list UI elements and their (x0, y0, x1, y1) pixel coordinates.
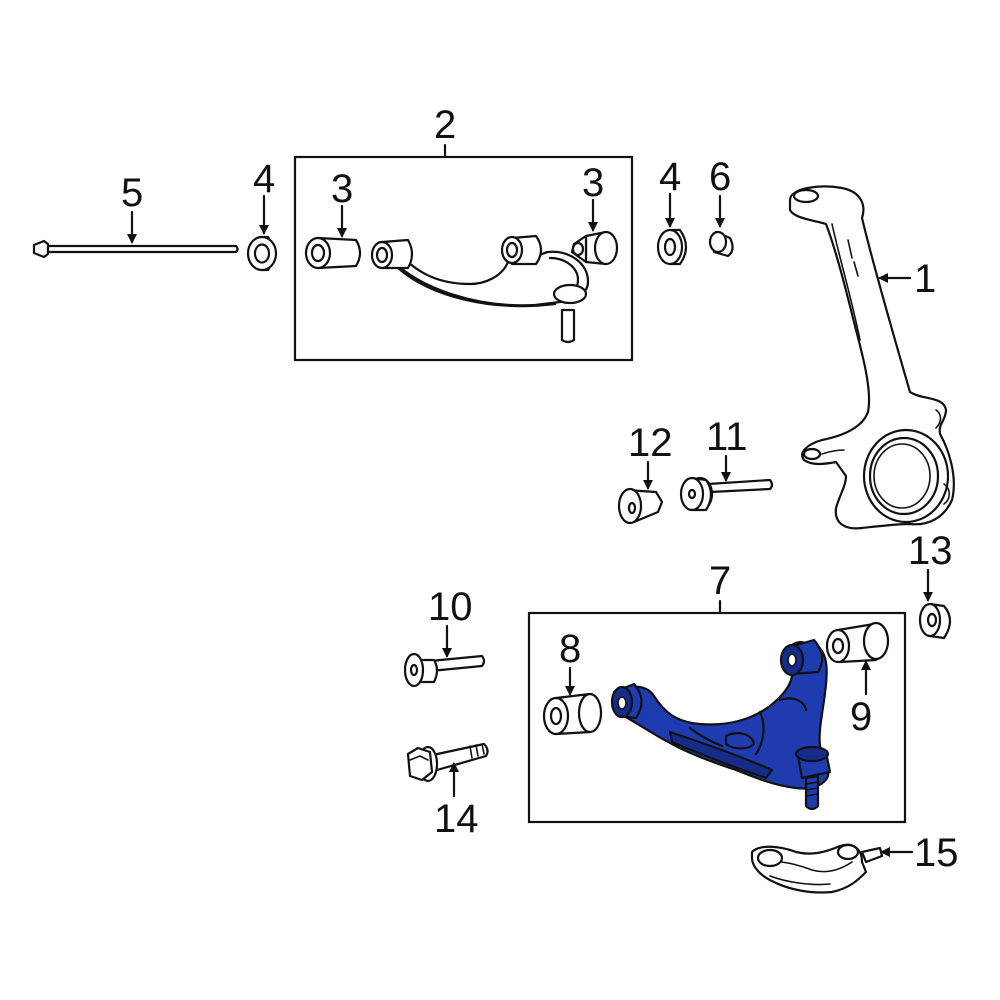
upper-control-arm[interactable] (370, 234, 590, 344)
cam-bolt-lower[interactable] (403, 652, 486, 688)
callout-2: 2 (434, 103, 456, 147)
callout-3-right: 3 (582, 161, 604, 205)
callout-1: 1 (914, 257, 936, 301)
small-bushing[interactable] (918, 602, 952, 640)
callout-11: 11 (706, 415, 748, 459)
callout-5: 5 (121, 171, 143, 215)
washer-right[interactable] (656, 228, 688, 266)
callout-8: 8 (559, 627, 581, 671)
callout-3-left: 3 (331, 167, 353, 211)
cone-bushing[interactable] (617, 487, 664, 525)
lower-arm-cover[interactable] (750, 843, 884, 894)
callout-6: 6 (709, 155, 731, 199)
bushing-upper-right[interactable] (570, 230, 619, 266)
bushing-lower-front[interactable] (542, 692, 603, 736)
cam-bolt-upper[interactable] (679, 476, 774, 512)
callout-15: 15 (914, 831, 959, 875)
leader-arrows (127, 192, 933, 857)
callout-12: 12 (628, 421, 673, 465)
bushing-lower-rear[interactable] (825, 621, 890, 664)
callout-10: 10 (428, 585, 473, 629)
washer-left[interactable] (246, 235, 278, 272)
flange-bolt[interactable] (406, 742, 489, 783)
lower-arm-group-box (527, 611, 907, 824)
long-bolt[interactable] (32, 239, 239, 259)
upper-arm-group-box (293, 155, 634, 362)
callout-4-right: 4 (659, 155, 681, 199)
bushing-upper-left[interactable] (304, 236, 362, 270)
steering-knuckle[interactable] (788, 185, 955, 530)
callout-4-left: 4 (253, 157, 275, 201)
callout-7: 7 (709, 559, 731, 603)
callout-13: 13 (908, 529, 953, 573)
callout-14: 14 (434, 797, 479, 841)
cap-nut[interactable] (708, 230, 734, 258)
lower-control-arm[interactable] (610, 638, 832, 811)
callout-9: 9 (850, 695, 872, 739)
